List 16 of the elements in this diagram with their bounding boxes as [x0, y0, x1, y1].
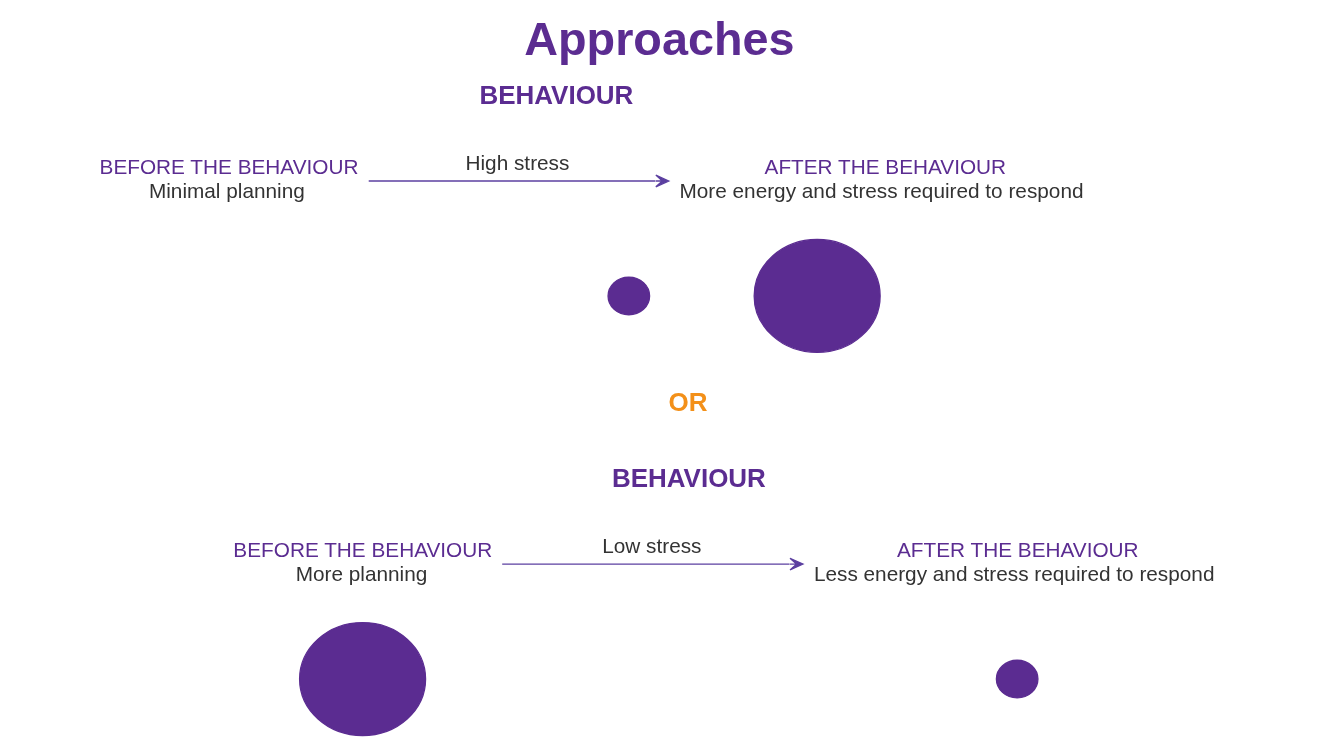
node-text: AFTER THE BEHAVIOUR Less energy and stress required to respond — [813, 538, 1214, 585]
edge-label: High stress — [465, 151, 569, 175]
label: BEHAVIOUR — [611, 463, 766, 494]
node-text: AFTER THE BEHAVIOUR More energy and stress required to respond — [678, 155, 1083, 202]
node-circle — [995, 659, 1039, 699]
node-text: BEFORE THE BEHAVIOUR More planning — [232, 538, 492, 585]
node-text: BEFORE THE BEHAVIOUR Minimal planning — [99, 155, 358, 202]
arrow — [501, 557, 804, 571]
label: OR — [667, 386, 707, 417]
edge-label: Low stress — [601, 534, 701, 558]
label: BEHAVIOUR — [478, 80, 633, 111]
node-circle — [606, 276, 650, 316]
node-circle — [753, 238, 881, 354]
arrow — [367, 174, 669, 188]
node-circle — [298, 621, 426, 737]
diagram-title: Approaches — [523, 12, 794, 65]
